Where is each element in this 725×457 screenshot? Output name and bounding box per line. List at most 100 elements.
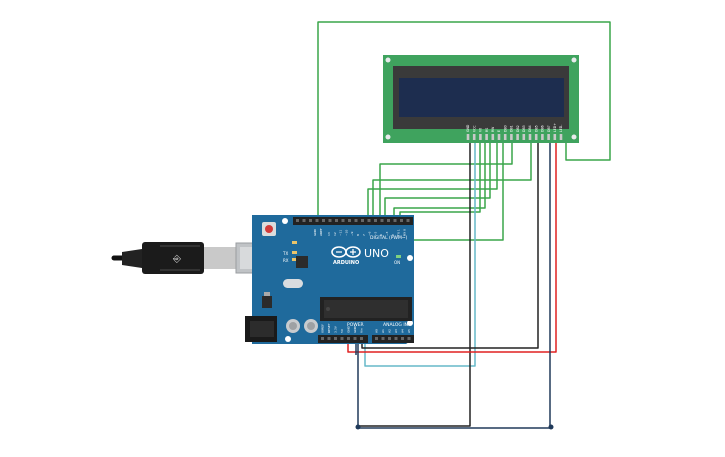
wire-red-vcc[interactable] [347, 133, 557, 353]
power-pin-label: 5V [340, 328, 344, 333]
header-pin[interactable] [321, 337, 324, 340]
digital-label: DIGITAL (PWM~) [370, 235, 408, 241]
header-pin[interactable] [309, 219, 312, 222]
header-pin[interactable] [394, 337, 398, 340]
lcd-pin-label: LED+ [553, 123, 557, 132]
usb-cable[interactable]: ⎆ [111, 242, 277, 274]
capacitor-1-top [289, 322, 297, 330]
board-mount-hole-3 [407, 320, 413, 326]
header-pin[interactable] [328, 219, 332, 222]
wire-cyan[interactable] [364, 133, 476, 367]
header-pin[interactable] [335, 219, 338, 222]
wire-d12[interactable] [379, 133, 513, 222]
led-rx [292, 258, 297, 261]
board-mount-hole-1 [282, 218, 288, 224]
lcd-pin[interactable] [491, 134, 495, 140]
header-pin[interactable] [341, 219, 345, 222]
header-pin[interactable] [375, 337, 378, 340]
header-pin[interactable] [302, 219, 306, 222]
digital-pin-label: AREF [319, 228, 323, 236]
header-pin[interactable] [353, 337, 357, 340]
board-mount-hole-2 [407, 255, 413, 261]
header-pin[interactable] [387, 219, 390, 222]
usb-plug-grip [160, 245, 200, 271]
header-pin[interactable] [327, 337, 331, 340]
lcd-pin[interactable] [516, 134, 519, 140]
lcd-pin[interactable] [510, 134, 513, 140]
digital-pin-label: 2 [391, 234, 395, 236]
usb-connector-metal [204, 247, 236, 269]
junction-dot-left[interactable] [355, 424, 361, 430]
brand-label: ARDUINO [333, 260, 359, 266]
lcd-pin[interactable] [472, 134, 476, 140]
header-pin[interactable] [361, 219, 364, 222]
wire-d-extra[interactable] [404, 133, 504, 241]
power-header-pins [321, 337, 363, 340]
header-pin[interactable] [334, 337, 337, 340]
wire-black-rw[interactable] [361, 133, 539, 349]
wire-d4[interactable] [384, 133, 491, 222]
power-pin-label: 3.3V [334, 325, 338, 333]
analog-header-pins [375, 337, 411, 340]
digital-pin-label: TX 1 [397, 229, 401, 237]
reset-button-cap[interactable] [265, 225, 273, 233]
lcd-pin[interactable] [522, 134, 526, 140]
lcd-pin[interactable] [553, 134, 557, 140]
wire-black-lcd-gnd[interactable] [358, 133, 471, 427]
header-pin[interactable] [322, 219, 325, 222]
header-pin[interactable] [380, 219, 384, 222]
analog-pin-label: A2 [388, 329, 392, 333]
header-pin[interactable] [315, 219, 319, 222]
header-pin[interactable] [388, 337, 391, 340]
header-pin[interactable] [340, 337, 344, 340]
header-pin[interactable] [381, 337, 385, 340]
lcd-pin[interactable] [534, 134, 538, 140]
wire-d3[interactable] [393, 133, 486, 222]
wire-d11[interactable] [372, 133, 532, 222]
wire-navy-rail[interactable] [357, 140, 551, 429]
lcd-mount-hole-bl [385, 134, 391, 140]
on-label: ON [394, 260, 400, 265]
wire-gnd-loop[interactable] [317, 21, 611, 222]
header-pin[interactable] [374, 219, 377, 222]
header-pin[interactable] [406, 219, 410, 222]
junction-dot-right[interactable] [548, 424, 554, 430]
header-pin[interactable] [407, 337, 411, 340]
header-pin[interactable] [393, 219, 397, 222]
wire-d5[interactable] [367, 133, 498, 222]
lcd-pin[interactable] [559, 134, 563, 140]
header-pin[interactable] [401, 337, 404, 340]
lcd-pin[interactable] [479, 134, 482, 140]
header-pin[interactable] [348, 219, 351, 222]
header-pin[interactable] [296, 219, 299, 222]
digital-header[interactable] [293, 217, 413, 225]
lcd-pin[interactable] [541, 134, 544, 140]
lcd-mount-hole-tl [385, 57, 391, 63]
atmega-chip [324, 300, 408, 318]
board-mount-hole-4 [285, 336, 291, 342]
lcd-pin[interactable] [485, 134, 488, 140]
lcd-pin[interactable] [528, 134, 532, 140]
lcd-pin[interactable] [466, 134, 470, 140]
voltage-regulator-tab [264, 292, 270, 296]
analog-header[interactable] [372, 335, 414, 343]
led-tx [292, 251, 297, 254]
lcd-pin-label: DB4 [528, 125, 532, 132]
header-pin[interactable] [367, 219, 371, 222]
digital-pin-label: RX 0 [402, 229, 406, 236]
lcd-pin[interactable] [503, 134, 507, 140]
header-pin[interactable] [347, 337, 350, 340]
header-pin[interactable] [360, 337, 363, 340]
header-pin[interactable] [400, 219, 403, 222]
lcd-pin[interactable] [547, 134, 550, 140]
digital-pin-label: ~5 [373, 231, 377, 236]
header-pin[interactable] [354, 219, 358, 222]
digital-pin-label: 8 [356, 234, 360, 236]
atmega-notch [326, 307, 330, 311]
lcd-pin[interactable] [497, 134, 501, 140]
lcd-screen [399, 78, 564, 117]
